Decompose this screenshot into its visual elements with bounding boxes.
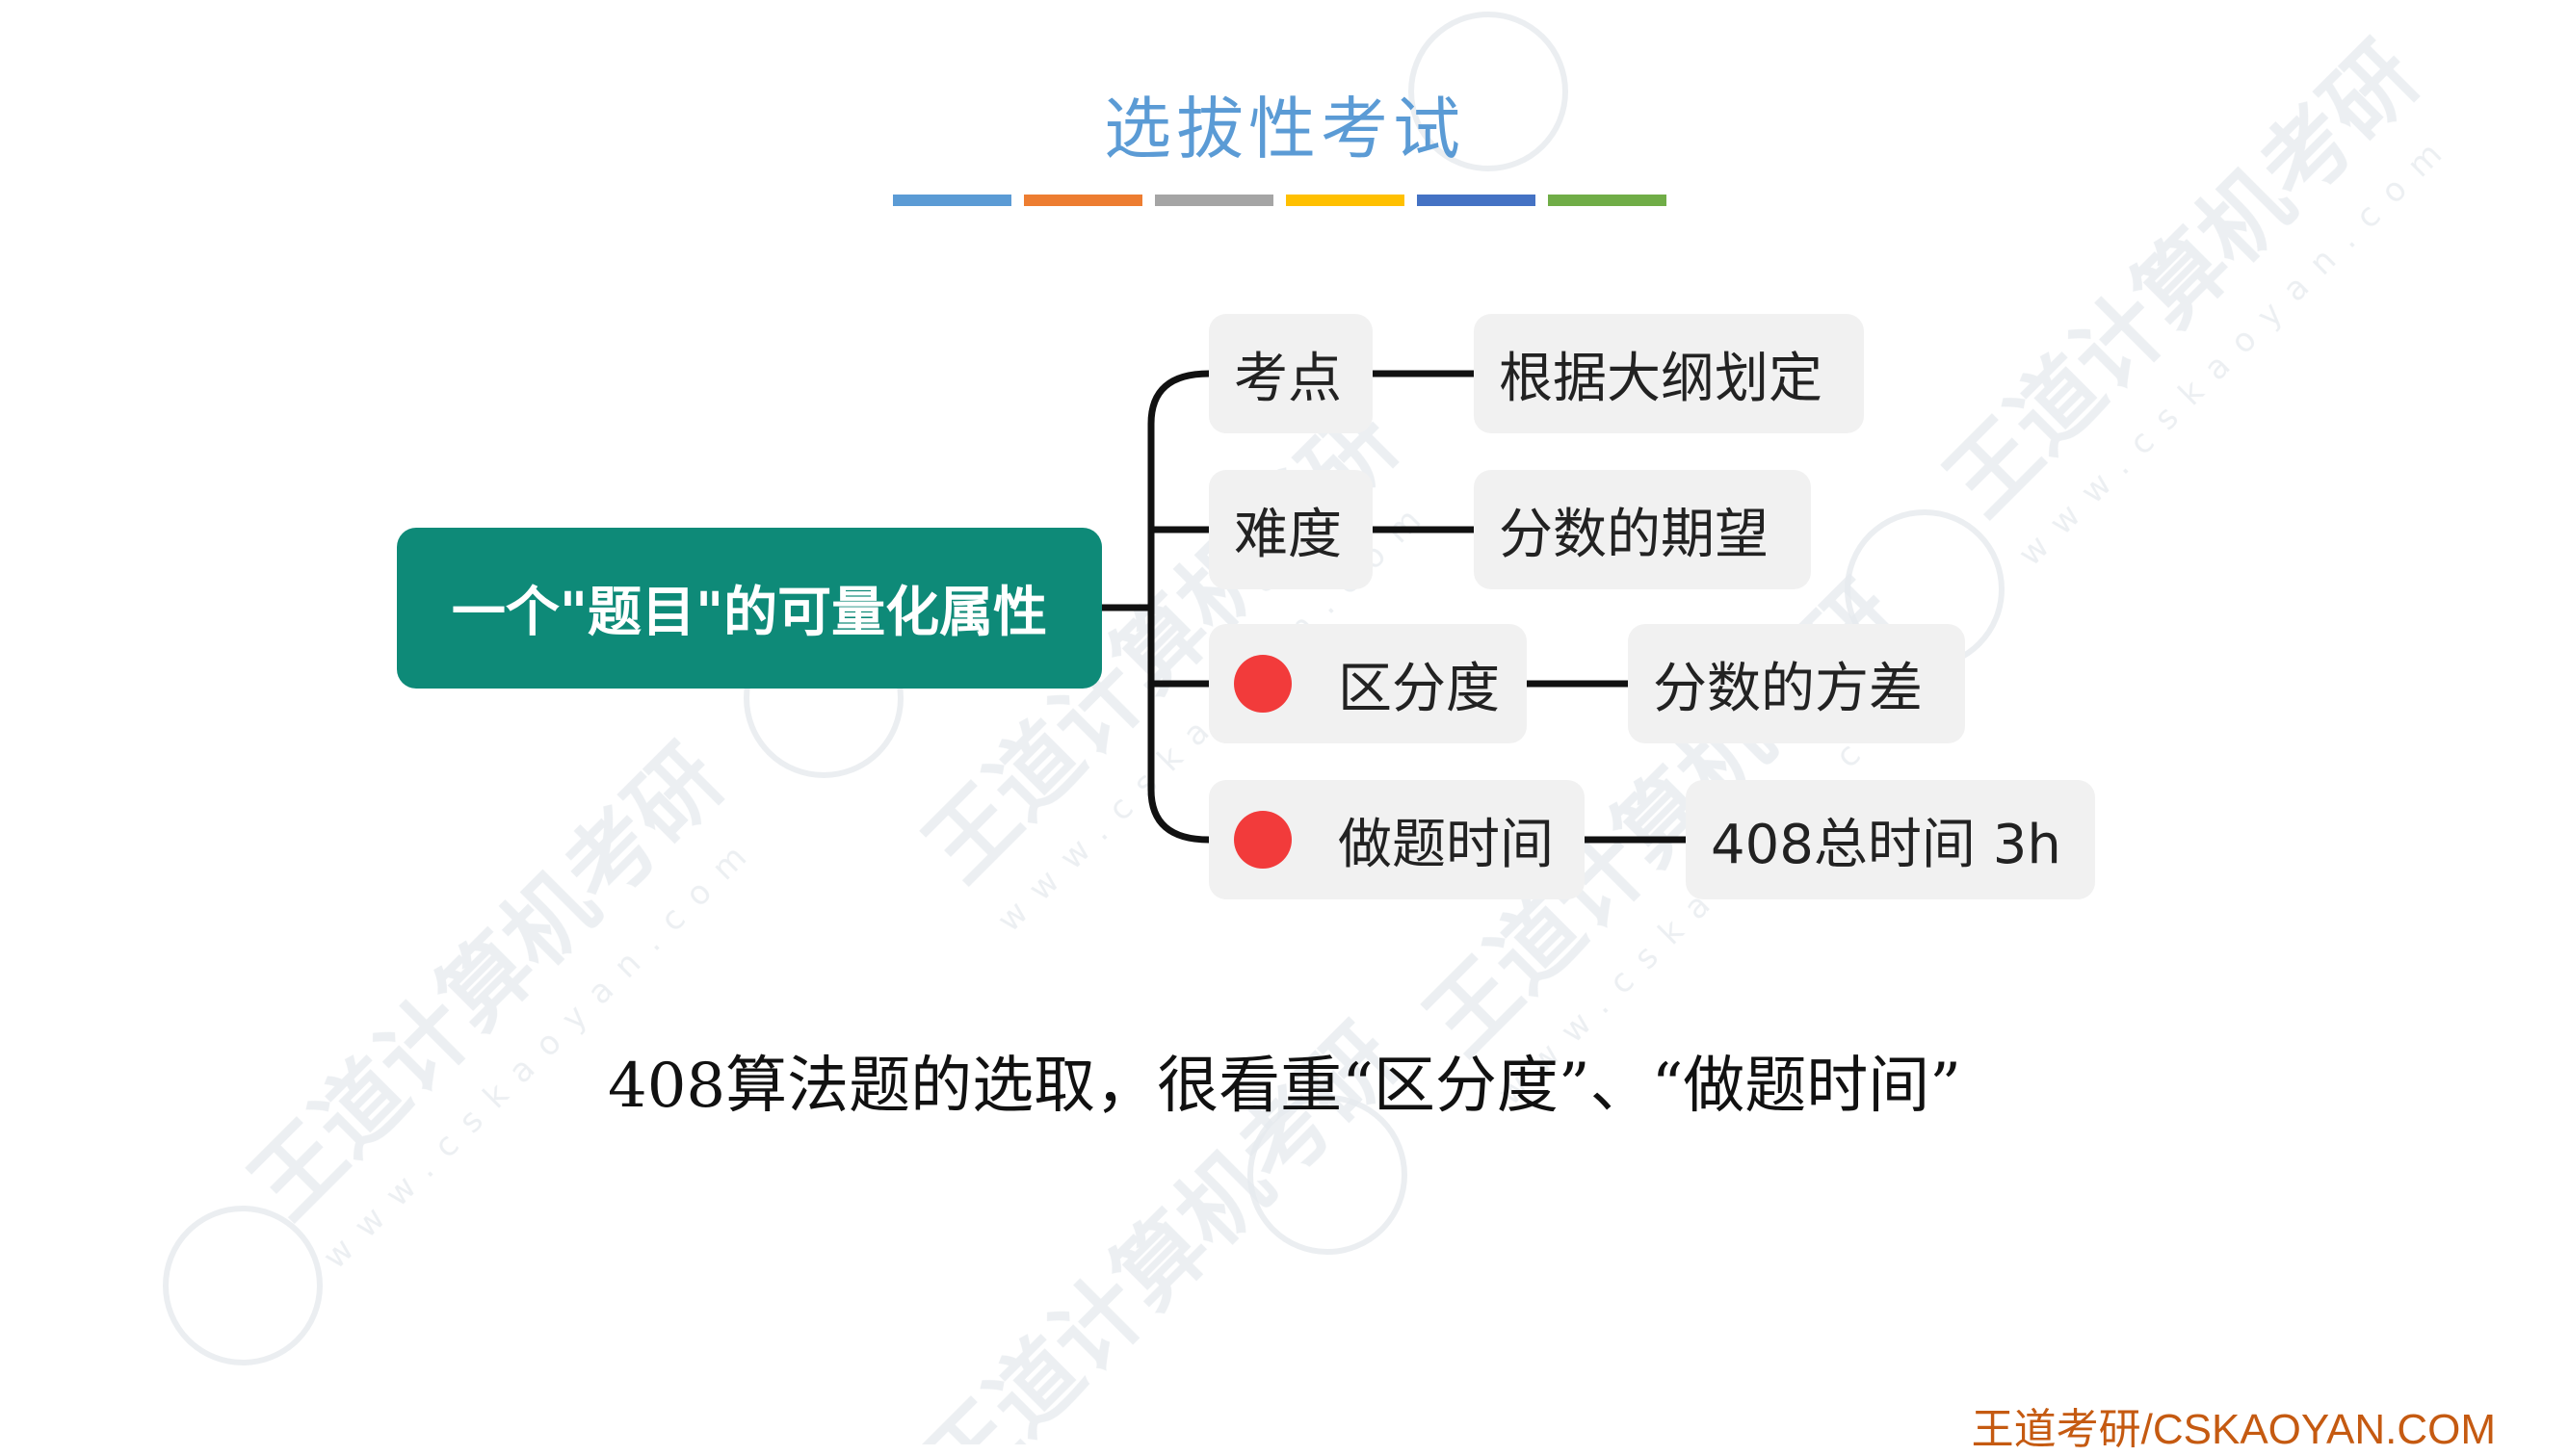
color-bar-segment [1155, 195, 1273, 206]
leaf-node: 分数的期望 [1474, 470, 1811, 589]
page-title: 选拔性考试 [1104, 90, 1465, 169]
red-dot-marker-icon [1234, 811, 1292, 869]
branch-node-qufendu: 区分度 [1209, 624, 1527, 743]
branch-node-zuoti-shijian: 做题时间 [1209, 780, 1585, 899]
color-bar-segment [1417, 195, 1535, 206]
caption-text: 408算法题的选取，很看重“区分度”、“做题时间” [607, 1051, 1962, 1122]
color-bar-segment [1024, 195, 1142, 206]
leaf-node: 根据大纲划定 [1474, 314, 1864, 433]
color-bar-segment [1286, 195, 1404, 206]
branch-node-nandu: 难度 [1209, 470, 1373, 589]
leaf-node: 分数的方差 [1628, 624, 1965, 743]
leaf-label: 分数的期望 [1499, 503, 1769, 566]
color-bar-segment [1548, 195, 1666, 206]
leaf-label: 根据大纲划定 [1499, 347, 1822, 410]
branch-label: 考点 [1234, 347, 1342, 410]
leaf-label: 分数的方差 [1653, 657, 1923, 720]
branch-label: 区分度 [1338, 657, 1500, 720]
branch-label: 难度 [1234, 503, 1342, 566]
footer-brand: 王道考研/CSKAOYAN.COM [1971, 1406, 2496, 1453]
color-bar-segment [893, 195, 1011, 206]
mindmap-root: 一个"题目"的可量化属性 [397, 528, 1102, 689]
branch-bracket [1147, 370, 1213, 844]
red-dot-marker-icon [1234, 655, 1292, 713]
branch-label: 做题时间 [1338, 813, 1554, 876]
leaf-node: 408总时间 3h [1686, 780, 2095, 899]
leaf-label: 408总时间 3h [1711, 813, 2061, 876]
branch-node-kaodian: 考点 [1209, 314, 1373, 433]
